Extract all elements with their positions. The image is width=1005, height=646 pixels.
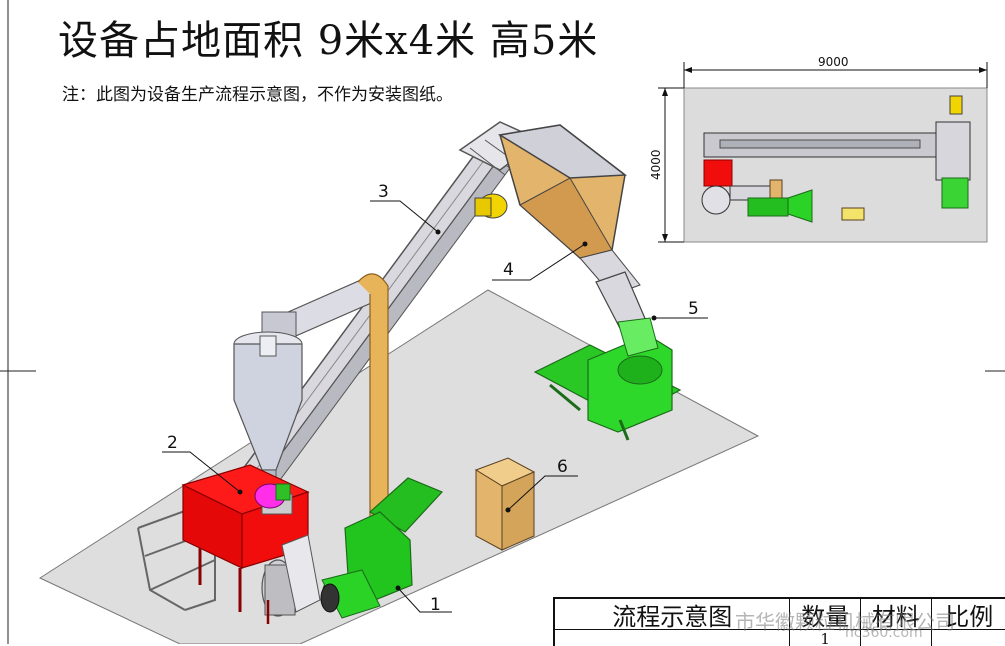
plan-mixer [704, 160, 732, 186]
control-cabinet [476, 458, 534, 550]
plan-hammer-mill [748, 198, 788, 216]
callout-3: 3 [378, 182, 389, 202]
plan-view-inset: 9000 4000 [649, 55, 987, 242]
plan-cyclone [702, 186, 730, 214]
plan-pellet-mill [942, 178, 968, 208]
storage-hopper [500, 125, 640, 295]
watermark-site: hc360.com [845, 625, 923, 641]
plan-motor [950, 96, 962, 114]
callout-4: 4 [503, 260, 514, 280]
callout-1: 1 [430, 595, 441, 615]
plan-cabinet [842, 208, 864, 220]
callout-2: 2 [167, 433, 178, 453]
plan-hopper [936, 122, 970, 180]
width-dimension-label: 9000 [818, 55, 849, 69]
height-dimension-label: 4000 [649, 149, 663, 180]
callout-6: 6 [557, 457, 568, 477]
conveyor-motor [475, 194, 507, 218]
callout-5: 5 [688, 299, 699, 319]
